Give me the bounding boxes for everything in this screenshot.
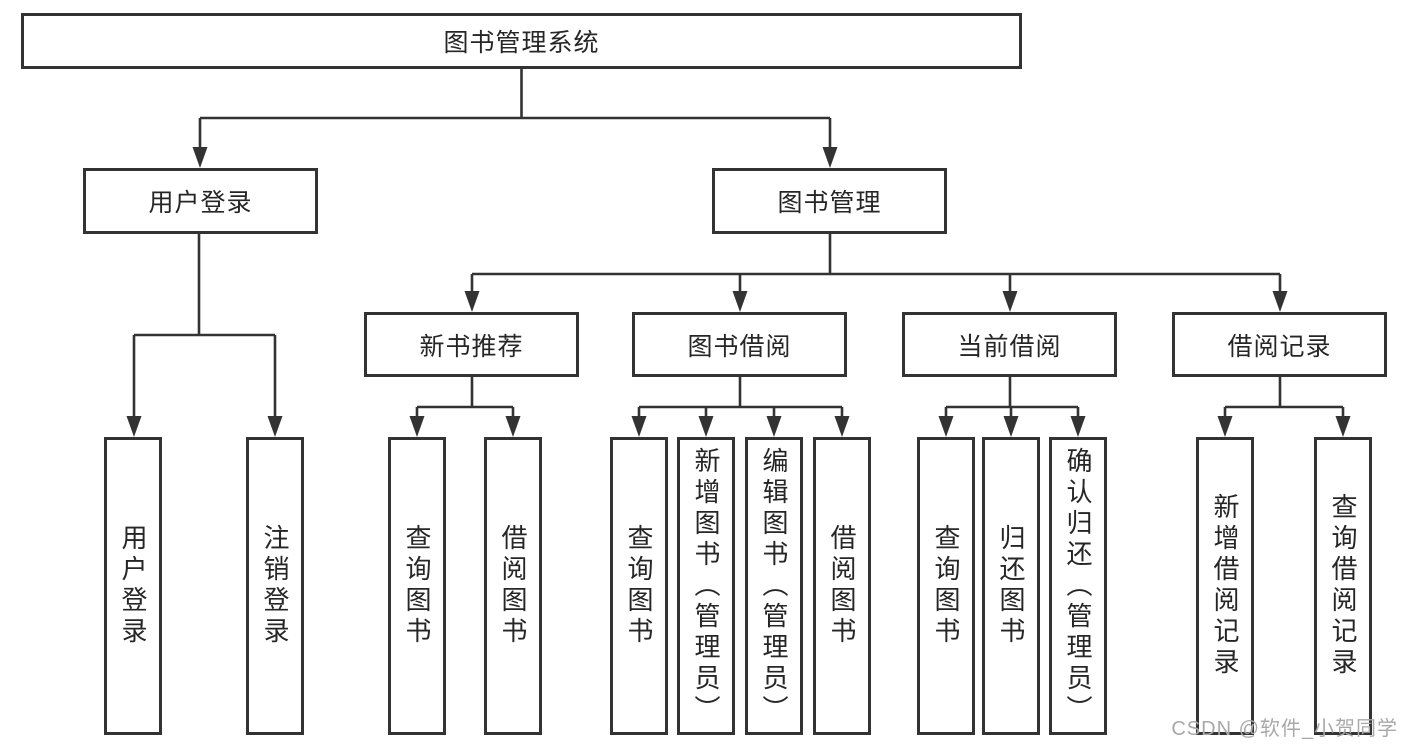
leaf-box-borrow-edit-admin: 编辑图书（管理员） [745,437,803,735]
category-box-new-book-recommend: 新书推荐 [364,312,579,377]
leaf-box-current-return: 归还图书 [982,437,1040,735]
leaf-box-record-query: 查询借阅记录 [1314,437,1372,735]
leaf-box-current-confirm-admin: 确认归还（管理员） [1049,437,1107,735]
root-box-library-system: 图书管理系统 [21,13,1022,69]
leaf-box-borrow-borrow: 借阅图书 [813,437,871,735]
leaf-box-current-query: 查询图书 [917,437,975,735]
branch-box-user-login: 用户登录 [83,168,318,234]
csdn-watermark: CSDN @软件_小贺同学 [1171,718,1398,740]
leaf-box-logout: 注销登录 [246,437,304,735]
category-box-borrow-record: 借阅记录 [1172,312,1387,377]
leaf-box-borrow-add-admin: 新增图书（管理员） [677,437,735,735]
category-box-book-borrow: 图书借阅 [632,312,847,377]
branch-box-book-management: 图书管理 [712,168,947,234]
leaf-box-user-login: 用户登录 [104,437,162,735]
leaf-box-newbooks-borrow: 借阅图书 [484,437,542,735]
leaf-box-record-add: 新增借阅记录 [1196,437,1254,735]
category-box-current-borrow: 当前借阅 [902,312,1117,377]
leaf-box-newbooks-query: 查询图书 [388,437,446,735]
leaf-box-borrow-query: 查询图书 [610,437,668,735]
